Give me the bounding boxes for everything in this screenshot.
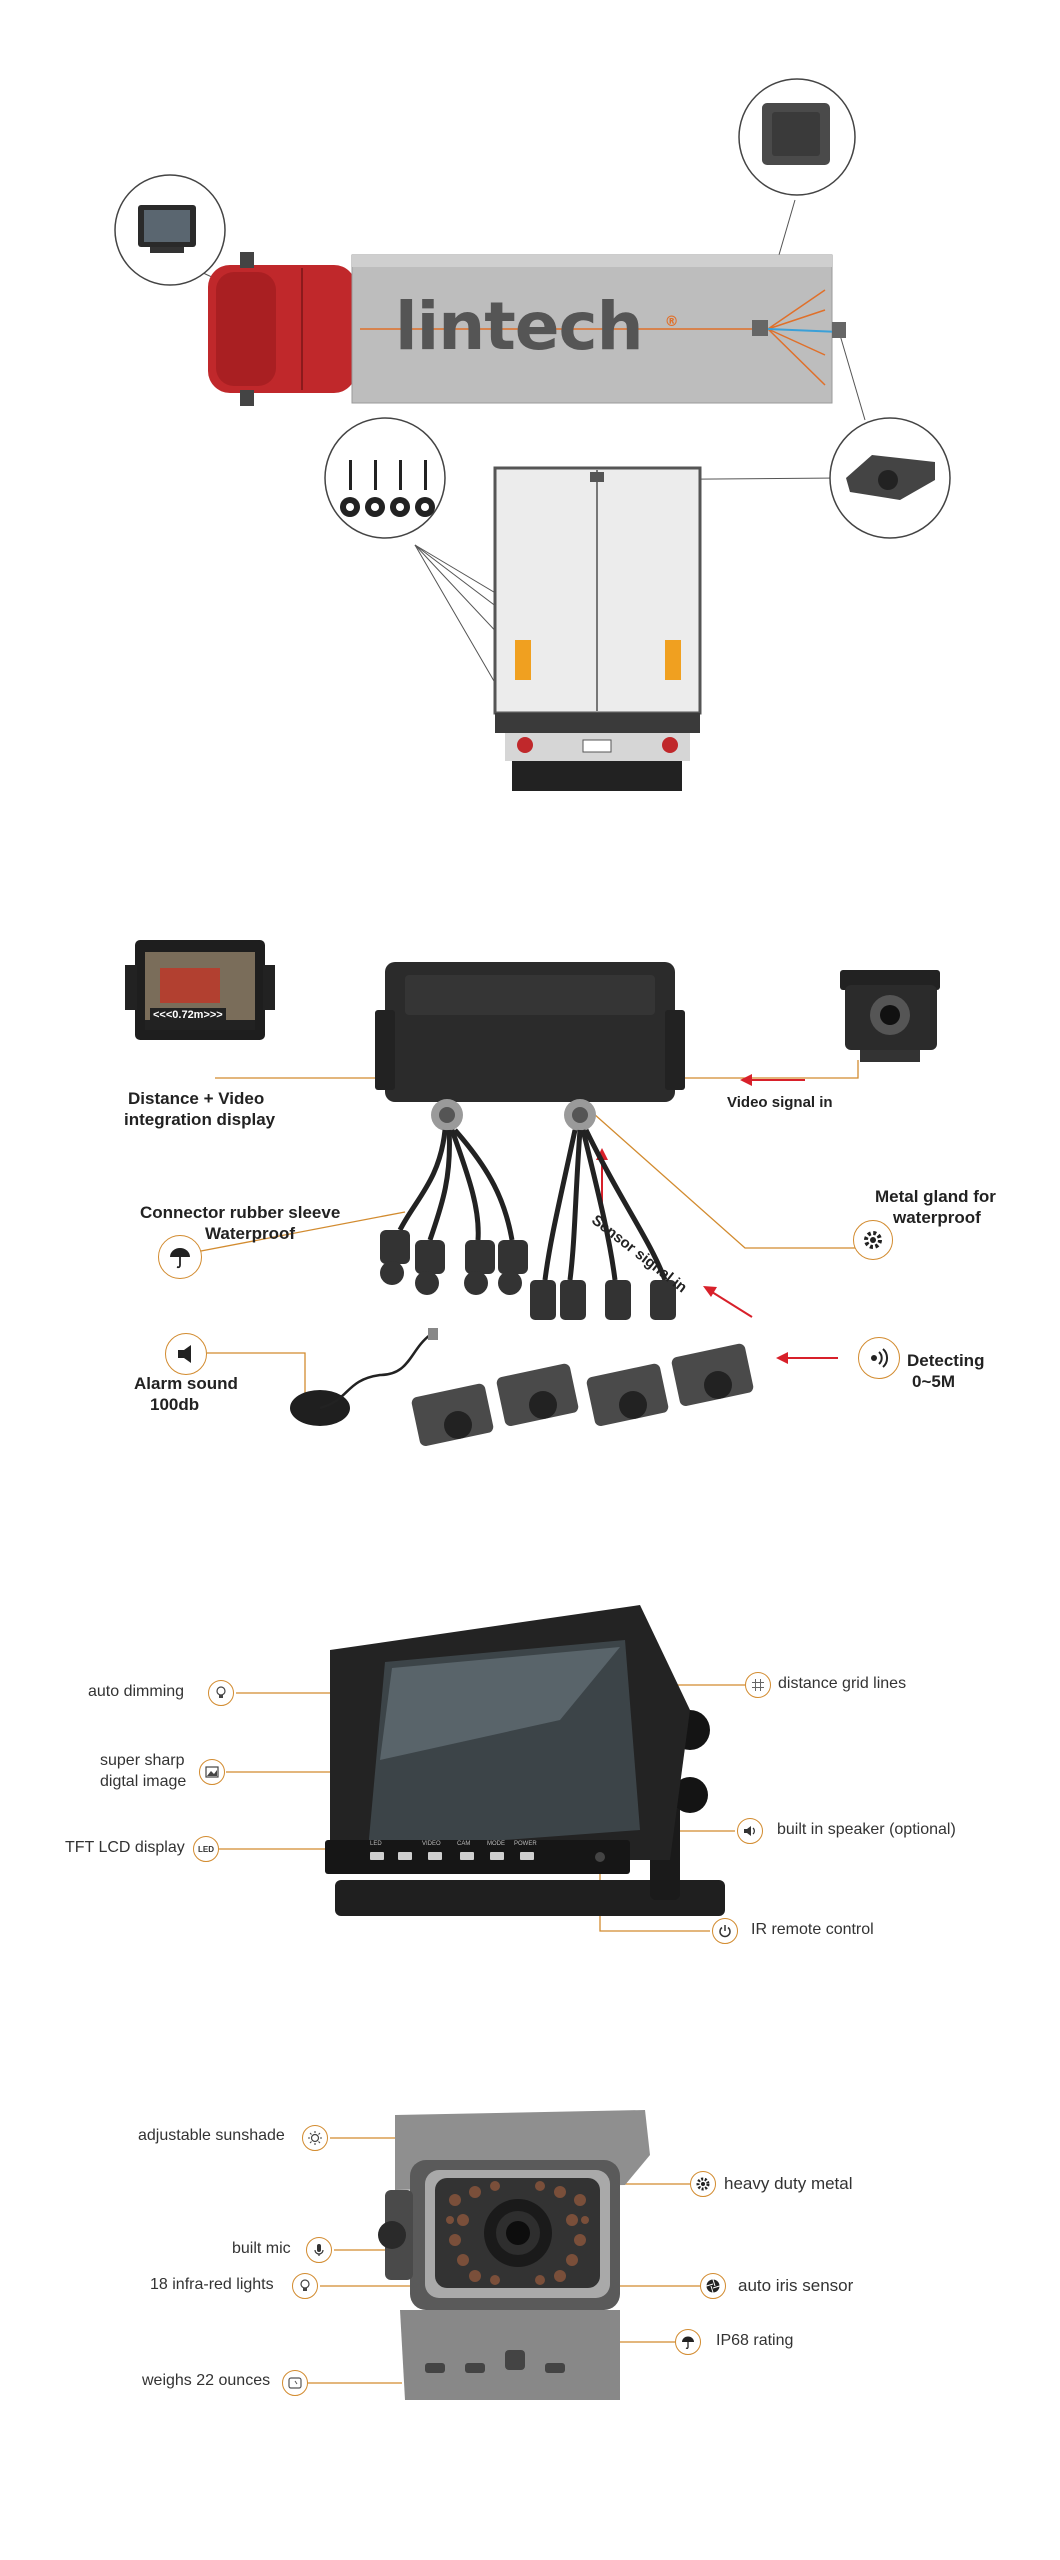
ir-remote-label: IR remote control xyxy=(751,1921,874,1938)
button-label-cam: CAM xyxy=(457,1841,471,1847)
gear-icon xyxy=(853,1220,893,1260)
image-icon xyxy=(199,1759,225,1785)
control-box xyxy=(375,962,685,1131)
button-label-power: POWER xyxy=(514,1841,537,1847)
camera-features: adjustable sunshade heavy duty metal bui… xyxy=(0,2080,1060,2560)
umbrella-small-icon xyxy=(675,2329,701,2355)
heavy-metal-label: heavy duty metal xyxy=(724,2174,853,2193)
camera-graphic xyxy=(308,2110,700,2400)
sleeve-label-line-1: Connector rubber sleeve xyxy=(140,1203,341,1222)
monitor-features: LED VIDEO CAM MODE POWER auto dimming su… xyxy=(0,1560,1060,2030)
speaker-label: built in speaker (optional) xyxy=(777,1821,956,1838)
screen-readout: <<<0.72m>>> xyxy=(150,1008,226,1022)
grid-icon xyxy=(745,1672,771,1698)
button-label-mode: MODE xyxy=(487,1841,505,1847)
umbrella-icon xyxy=(158,1235,202,1279)
speaker-volume-icon xyxy=(737,1818,763,1844)
sun-icon xyxy=(302,2125,328,2151)
display-label-line-2: integration display xyxy=(124,1110,276,1129)
scale-icon xyxy=(282,2370,308,2396)
alarm-label-line-2: 100db xyxy=(150,1395,200,1414)
lightbulb-icon xyxy=(208,1680,234,1706)
system-components: <<<0.72m>>> Distance + Video integration… xyxy=(0,880,1060,1560)
auto-dimming-label: auto dimming xyxy=(88,1683,185,1700)
gear-badge-icon xyxy=(690,2171,716,2197)
power-icon xyxy=(712,1918,738,1944)
detect-label-line-2: 0~5M xyxy=(912,1372,955,1391)
detect-label-line-1: Detecting xyxy=(907,1351,985,1370)
gland-label-line-1: Metal gland for xyxy=(875,1187,996,1206)
ir-lights-label: 18 infra-red lights xyxy=(150,2276,274,2293)
monitor-button-labels: LED VIDEO CAM MODE POWER xyxy=(362,1841,552,1851)
system-diagram-graphic xyxy=(125,940,940,1447)
mic-label: built mic xyxy=(232,2240,291,2257)
button-label-led: LED xyxy=(370,1841,382,1847)
led-icon: LED xyxy=(193,1836,219,1862)
signal-waves-icon xyxy=(858,1337,900,1379)
gland-label-line-2: waterproof xyxy=(893,1208,981,1227)
distance-grid-label: distance grid lines xyxy=(778,1675,907,1692)
brand-logo: lintech ® xyxy=(395,288,679,365)
rear-camera xyxy=(840,970,940,1062)
monitor-graphic xyxy=(219,1605,745,1932)
button-label-video: VIDEO xyxy=(422,1841,441,1847)
display-label-line-1: Distance + Video xyxy=(128,1089,265,1108)
sensor-set xyxy=(411,1343,754,1447)
alarm-label-line-1: Alarm sound xyxy=(134,1374,238,1393)
microphone-icon xyxy=(306,2237,332,2263)
aperture-icon xyxy=(700,2273,726,2299)
led-badge-text: LED xyxy=(198,1844,214,1854)
brand-logo-text: lintech xyxy=(395,288,644,365)
tft-lcd-label: TFT LCD display xyxy=(65,1839,185,1856)
speaker-icon xyxy=(165,1333,207,1375)
super-sharp-label-line-2: digtal image xyxy=(100,1773,187,1790)
video-signal-label: Video signal in xyxy=(727,1094,833,1111)
auto-iris-label: auto iris sensor xyxy=(738,2276,854,2295)
sunshade-label: adjustable sunshade xyxy=(138,2127,285,2144)
weight-label: weighs 22 ounces xyxy=(142,2372,271,2389)
sleeve-label-line-2: Waterproof xyxy=(205,1224,296,1243)
registered-mark: ® xyxy=(664,314,679,330)
truck-diagram-graphic xyxy=(114,78,951,791)
bulb-icon xyxy=(292,2273,318,2299)
super-sharp-label-line-1: super sharp xyxy=(100,1752,185,1769)
ip68-label: IP68 rating xyxy=(716,2332,794,2349)
display-monitor xyxy=(125,940,275,1040)
buzzer xyxy=(290,1328,438,1426)
truck-install-diagram: lintech ® xyxy=(0,0,1060,820)
